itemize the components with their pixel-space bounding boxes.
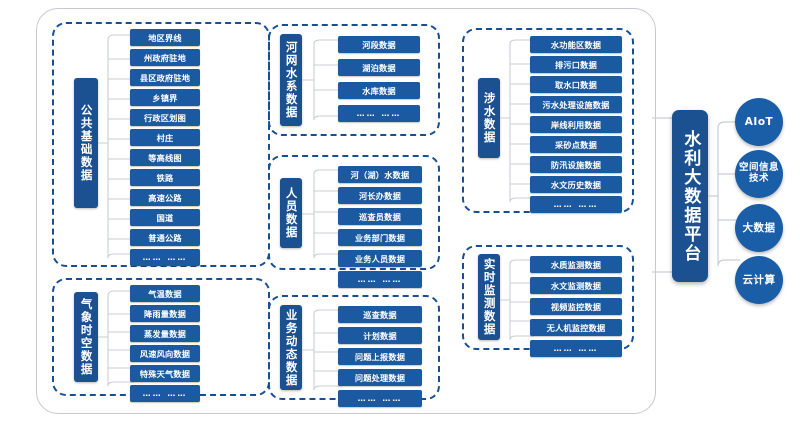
item-list-river-network-data: 河段数据 湖泊数据 水库数据 …… …… <box>338 36 420 122</box>
item-list-personnel-data: 河（湖）水数据 河长办数据 巡查员数据 业务部门数据 业务人员数据 …… …… <box>338 166 422 288</box>
item-list-business-dynamic-data: 巡查数据 计划数据 问题上报数据 问题处理数据 …… …… <box>338 306 422 407</box>
item-box[interactable]: 水文历史数据 <box>530 176 622 193</box>
group-personnel-data <box>268 155 440 270</box>
item-box-ellipsis[interactable]: …… …… <box>338 105 420 122</box>
item-box[interactable]: 采砂点数据 <box>530 136 622 153</box>
item-box[interactable]: 岸线利用数据 <box>530 116 622 133</box>
item-box[interactable]: 国道 <box>130 209 200 226</box>
item-list-water-related-data: 水功能区数据 排污口数据 取水口数据 污水处理设施数据 岸线利用数据 采砂点数据… <box>530 36 622 213</box>
connector-bracket-personnel-data <box>302 169 342 259</box>
connector-bracket-river-network-data <box>302 39 342 121</box>
connector-bracket-public-basic-data <box>98 34 134 259</box>
item-box[interactable]: 河（湖）水数据 <box>338 166 422 183</box>
connector-platform-to-technologies <box>708 121 740 267</box>
item-box[interactable]: 特殊天气数据 <box>130 365 200 382</box>
item-box[interactable]: 问题上报数据 <box>338 348 422 365</box>
item-box[interactable]: 村庄 <box>130 129 200 146</box>
item-box-ellipsis[interactable]: …… …… <box>338 390 422 407</box>
item-box[interactable]: 行政区划图 <box>130 109 200 126</box>
technology-circle-aiot[interactable]: AIoT <box>735 98 783 146</box>
item-box[interactable]: 水功能区数据 <box>530 36 622 53</box>
technology-circle-big-data[interactable]: 大数据 <box>735 204 783 252</box>
item-box[interactable]: 降雨量数据 <box>130 305 200 322</box>
item-box-ellipsis[interactable]: …… …… <box>338 271 422 288</box>
item-box[interactable]: 业务人员数据 <box>338 250 422 267</box>
item-box[interactable]: 问题处理数据 <box>338 369 422 386</box>
technology-circle-cloud-computing[interactable]: 云计算 <box>735 256 783 304</box>
item-box[interactable]: 水库数据 <box>338 82 420 99</box>
group-river-network-data <box>268 24 440 136</box>
item-box[interactable]: 水质监测数据 <box>530 256 622 273</box>
connector-bracket-business-dynamic-data <box>302 309 342 391</box>
group-public-basic-data <box>52 22 270 267</box>
category-label-realtime-monitoring-data[interactable]: 实时监测数据 <box>478 254 500 340</box>
item-box[interactable]: 巡查员数据 <box>338 208 422 225</box>
item-box[interactable]: 乡镇界 <box>130 89 200 106</box>
item-box[interactable]: 排污口数据 <box>530 56 622 73</box>
category-label-personnel-data[interactable]: 人员数据 <box>280 178 302 248</box>
item-box[interactable]: 蒸发量数据 <box>130 325 200 342</box>
item-box[interactable]: 计划数据 <box>338 327 422 344</box>
item-box[interactable]: 铁路 <box>130 169 200 186</box>
item-box[interactable]: 巡查数据 <box>338 306 422 323</box>
connector-bracket-realtime-monitoring-data <box>500 259 534 341</box>
item-box[interactable]: 河段数据 <box>338 36 420 53</box>
item-box[interactable]: 县区政府驻地 <box>130 69 200 86</box>
category-label-water-related-data[interactable]: 涉水数据 <box>478 78 500 158</box>
category-label-meteo-spatiotemporal-data[interactable]: 气象时空数据 <box>74 292 98 382</box>
item-list-public-basic-data: 地区界线 州政府驻地 县区政府驻地 乡镇界 行政区划图 村庄 等高线图 铁路 高… <box>130 29 200 266</box>
item-box[interactable]: 等高线图 <box>130 149 200 166</box>
item-box-ellipsis[interactable]: …… …… <box>530 340 622 357</box>
item-box[interactable]: 高速公路 <box>130 189 200 206</box>
item-box[interactable]: 风速风向数据 <box>130 345 200 362</box>
item-box[interactable]: 湖泊数据 <box>338 59 420 76</box>
item-list-realtime-monitoring-data: 水质监测数据 水文监测数据 视频监控数据 无人机监控数据 …… …… <box>530 256 622 357</box>
category-label-river-network-data[interactable]: 河网水系数据 <box>280 34 302 126</box>
item-box[interactable]: 州政府驻地 <box>130 49 200 66</box>
item-box[interactable]: 污水处理设施数据 <box>530 96 622 113</box>
item-box[interactable]: 水文监测数据 <box>530 277 622 294</box>
item-box[interactable]: 地区界线 <box>130 29 200 46</box>
item-box[interactable]: 普通公路 <box>130 229 200 246</box>
item-list-meteo-spatiotemporal-data: 气温数据 降雨量数据 蒸发量数据 风速风向数据 特殊天气数据 …… …… <box>130 285 200 402</box>
connector-bracket-meteo-spatiotemporal-data <box>98 290 134 387</box>
item-box-ellipsis[interactable]: …… …… <box>130 385 200 402</box>
category-label-public-basic-data[interactable]: 公共基础数据 <box>74 78 98 208</box>
item-box-ellipsis[interactable]: …… …… <box>130 249 200 266</box>
item-box[interactable]: 视频监控数据 <box>530 298 622 315</box>
technology-circle-spatial-information-technology[interactable]: 空间信息技术 <box>735 150 783 198</box>
item-box[interactable]: 河长办数据 <box>338 187 422 204</box>
item-box[interactable]: 防汛设施数据 <box>530 156 622 173</box>
item-box[interactable]: 业务部门数据 <box>338 229 422 246</box>
item-box[interactable]: 取水口数据 <box>530 76 622 93</box>
item-box-ellipsis[interactable]: …… …… <box>530 196 622 213</box>
category-label-business-dynamic-data[interactable]: 业务动态数据 <box>280 305 302 390</box>
item-box[interactable]: 无人机监控数据 <box>530 319 622 336</box>
platform-box[interactable]: 水利大数据平台 <box>672 110 708 282</box>
item-box[interactable]: 气温数据 <box>130 285 200 302</box>
connector-bracket-water-related-data <box>500 39 534 203</box>
